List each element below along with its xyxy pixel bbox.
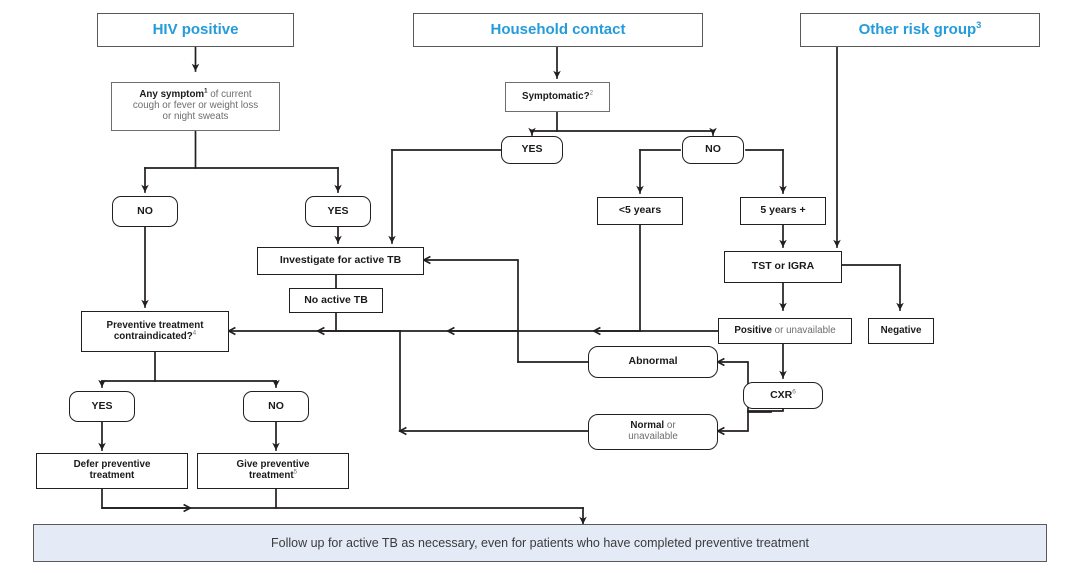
node-no-active-tb-label: No active TB (304, 293, 368, 306)
node-symptomatic[interactable]: Symptomatic?2 (505, 82, 610, 112)
node-household-no[interactable]: NO (682, 136, 744, 164)
node-hiv-yes-label: YES (327, 204, 349, 217)
node-negative-label: Negative (880, 324, 922, 336)
node-pt-yes[interactable]: YES (69, 391, 135, 422)
node-tst-or-igra[interactable]: TST or IGRA (724, 251, 842, 283)
node-pt-no[interactable]: NO (243, 391, 309, 422)
node-under-5-years-label: <5 years (618, 204, 662, 217)
node-any-symptom-label: Any symptom1 of current cough or fever o… (132, 88, 259, 122)
node-under-5-years[interactable]: <5 years (597, 197, 683, 225)
node-positive-or-unavailable[interactable]: Positive or unavailable (718, 318, 852, 344)
node-household-yes-label: YES (521, 143, 543, 156)
footnote-ref-2: 2 (589, 90, 593, 97)
node-followup-banner-label: Follow up for active TB as necessary, ev… (270, 536, 809, 550)
node-tst-or-igra-label: TST or IGRA (751, 260, 815, 273)
node-hiv-no[interactable]: NO (112, 196, 178, 227)
node-cxr[interactable]: CXR6 (743, 382, 823, 409)
node-household-yes[interactable]: YES (501, 136, 563, 164)
node-hiv-positive-label: HIV positive (152, 20, 239, 38)
footnote-ref-1: 1 (204, 88, 208, 95)
footnote-ref-6: 6 (792, 388, 796, 396)
node-investigate-active-tb-label: Investigate for active TB (279, 254, 402, 267)
node-abnormal-label: Abnormal (628, 355, 678, 368)
node-pt-yes-label: YES (91, 399, 113, 412)
node-negative[interactable]: Negative (868, 318, 934, 344)
node-hiv-no-label: NO (137, 204, 153, 217)
node-symptomatic-label: Symptomatic?2 (522, 90, 593, 102)
node-preventive-contraindicated[interactable]: Preventive treatment contraindicated?4 (81, 311, 229, 352)
node-normal-or-unavailable-label: Normal or unavailable (628, 420, 678, 442)
node-normal-or-unavailable[interactable]: Normal or unavailable (588, 414, 718, 450)
footnote-ref-5: 5 (293, 469, 297, 476)
node-abnormal[interactable]: Abnormal (588, 346, 718, 378)
node-positive-or-unavailable-label: Positive or unavailable (734, 324, 836, 336)
node-household-no-label: NO (705, 143, 721, 156)
footnote-ref-4: 4 (192, 330, 197, 337)
node-preventive-contraindicated-label: Preventive treatment contraindicated?4 (106, 319, 204, 342)
node-pt-no-label: NO (268, 399, 284, 412)
node-no-active-tb[interactable]: No active TB (289, 288, 383, 313)
node-household-contact[interactable]: Household contact (413, 13, 703, 47)
node-other-risk-group[interactable]: Other risk group3 (800, 13, 1040, 47)
node-hiv-yes[interactable]: YES (305, 196, 371, 227)
node-any-symptom[interactable]: Any symptom1 of current cough or fever o… (111, 82, 280, 131)
node-household-contact-label: Household contact (490, 20, 626, 38)
node-followup-banner[interactable]: Follow up for active TB as necessary, ev… (33, 524, 1047, 562)
node-hiv-positive[interactable]: HIV positive (97, 13, 294, 47)
node-5-years-plus[interactable]: 5 years + (740, 197, 826, 225)
node-5-years-plus-label: 5 years + (760, 204, 806, 217)
footnote-ref-3: 3 (976, 19, 982, 30)
node-other-risk-group-label: Other risk group3 (858, 19, 982, 38)
node-cxr-label: CXR6 (770, 388, 796, 401)
node-investigate-active-tb[interactable]: Investigate for active TB (257, 247, 424, 275)
